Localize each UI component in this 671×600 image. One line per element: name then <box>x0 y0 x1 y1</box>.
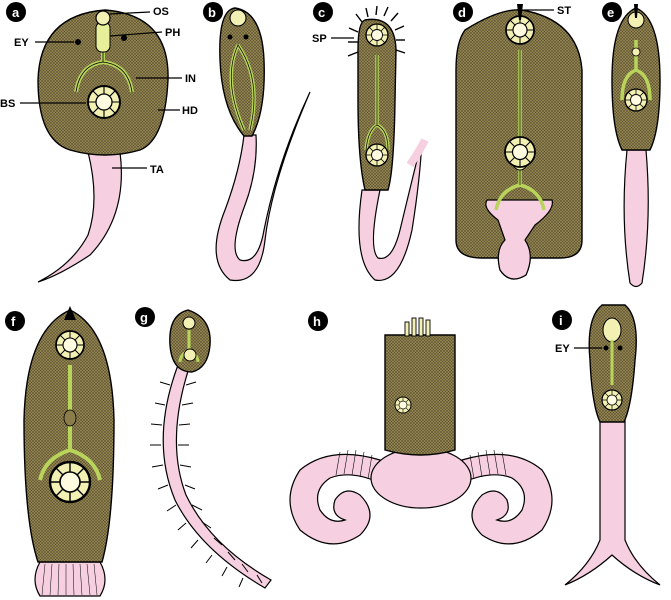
label-in: IN <box>185 73 196 85</box>
panel-e-tail <box>623 149 649 288</box>
panel-a-oral-sucker <box>95 10 111 26</box>
panel-c-ventral-sucker <box>365 143 389 167</box>
panel-d-ventral-sucker <box>504 136 536 168</box>
panel-b-label: b <box>208 5 216 20</box>
label-ph: PH <box>165 27 180 39</box>
label-hd: HD <box>182 105 198 117</box>
panel-a-tail <box>37 151 122 283</box>
panel-d-stylet <box>517 4 523 20</box>
panel-a-body <box>37 9 169 156</box>
panel-d: ST d <box>453 2 583 280</box>
panel-e-ventral-sucker <box>624 88 648 112</box>
panel-h-body <box>384 334 456 456</box>
panel-e-label: e <box>607 5 614 20</box>
panel-h-label: h <box>313 314 321 329</box>
panel-h: h <box>289 311 553 545</box>
label-ey: EY <box>14 37 29 49</box>
panel-e: e <box>602 2 661 288</box>
panel-c: SP c <box>312 2 429 281</box>
panel-c-label: c <box>318 5 325 20</box>
panel-f: f <box>5 306 115 597</box>
panel-b-tail <box>215 91 311 282</box>
panel-g: g <box>135 307 272 589</box>
panel-a: OS EY PH IN BS HD TA a <box>0 2 198 283</box>
label-ta: TA <box>150 164 164 176</box>
label-sp: SP <box>312 33 327 45</box>
panel-h-ventral-sucker <box>394 396 412 414</box>
panel-a-label: a <box>12 5 20 20</box>
label-bs: BS <box>0 98 15 110</box>
panel-i: EY i <box>552 304 661 586</box>
panel-f-label: f <box>11 314 16 329</box>
panel-f-ventral-sucker <box>48 460 92 504</box>
panel-i-tail <box>564 419 661 586</box>
panel-i-label: i <box>559 313 563 328</box>
panel-h-tail-stem <box>370 447 472 509</box>
panel-g-setae <box>150 381 263 588</box>
panel-g-tail <box>162 364 272 589</box>
panel-a-eyespot <box>75 39 81 45</box>
panel-i-eyespot <box>603 345 609 351</box>
panel-e-body <box>611 7 661 151</box>
panel-h-tail-right <box>461 453 553 545</box>
panel-d-oral-sucker <box>505 15 535 45</box>
panel-f-oral-sucker <box>55 330 85 360</box>
label-ey2: EY <box>555 343 570 355</box>
panel-b: b <box>203 2 311 282</box>
panel-a-badge <box>6 2 26 22</box>
label-st: ST <box>557 5 571 17</box>
panel-b-eyespot <box>227 34 233 40</box>
panel-d-label: d <box>458 5 466 20</box>
panel-c-spines <box>347 5 406 57</box>
panel-b-body <box>219 7 265 137</box>
panel-b-oral-sucker <box>229 9 247 27</box>
panel-a-ventral-sucker <box>87 85 121 119</box>
panel-i-ventral-sucker <box>601 389 623 411</box>
panel-c-oral-sucker <box>365 23 389 47</box>
panel-g-label: g <box>140 310 148 325</box>
panel-h-tail-left <box>289 453 381 545</box>
panel-a-pharynx <box>95 21 111 53</box>
label-os: OS <box>153 6 169 18</box>
